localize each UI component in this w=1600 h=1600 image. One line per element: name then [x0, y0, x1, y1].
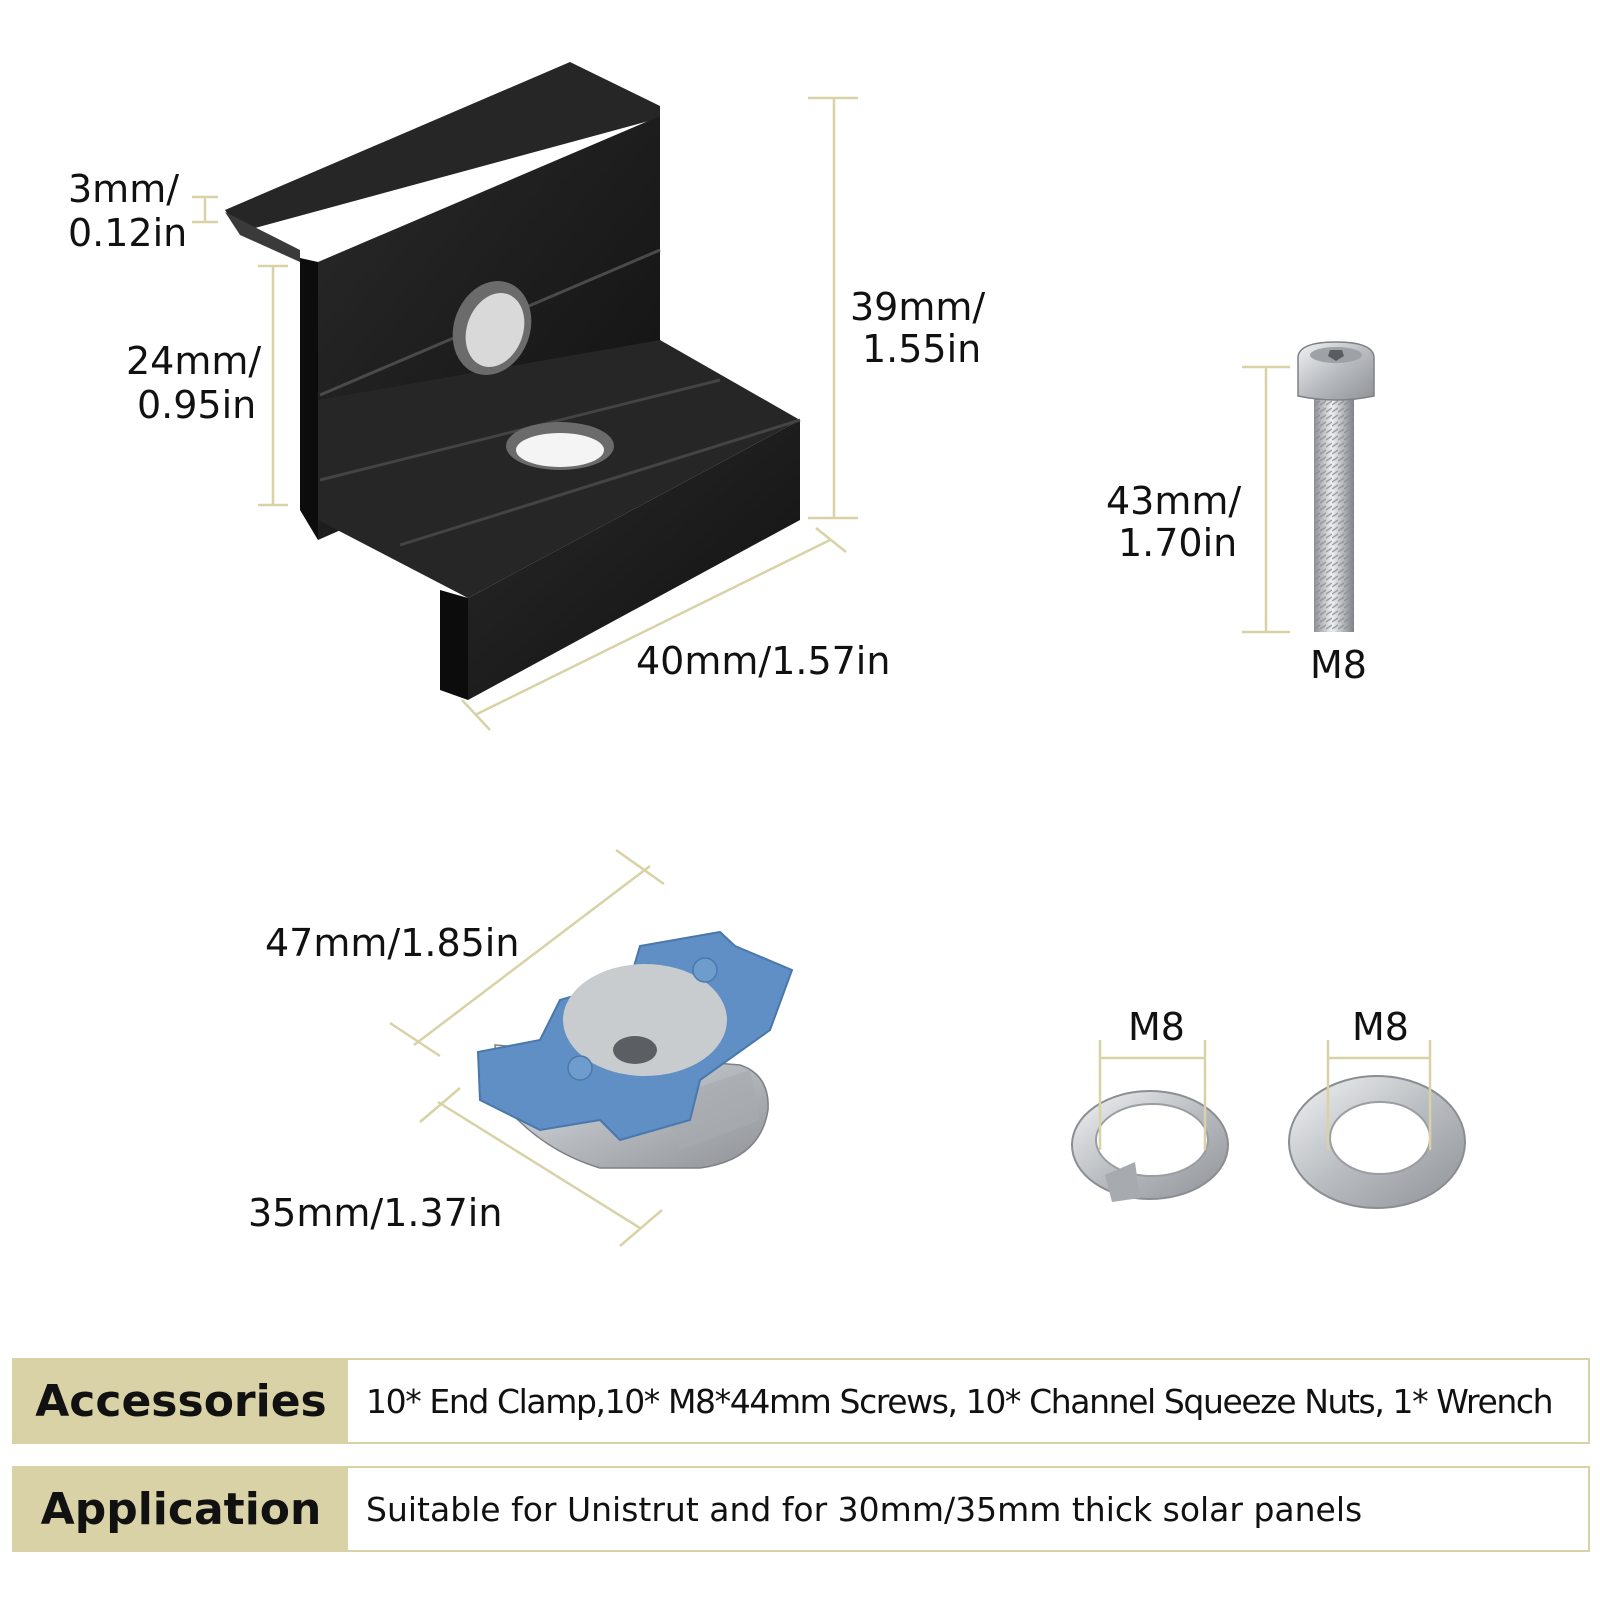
clamp-height-label-mm: 39mm/: [850, 285, 985, 329]
nut-length-label: 47mm/1.85in: [265, 921, 519, 965]
flat-washer: [1288, 1075, 1466, 1209]
accessories-label: Accessories: [14, 1360, 348, 1442]
clamp-height-label-in: 1.55in: [862, 327, 981, 371]
application-value: Suitable for Unistrut and for 30mm/35mm …: [348, 1468, 1588, 1550]
application-row: Application Suitable for Unistrut and fo…: [12, 1466, 1590, 1552]
m8-screw: [1297, 341, 1375, 632]
screw-dimension-lines: [1242, 365, 1290, 634]
washer-dimension-lines: [1098, 1040, 1432, 1150]
product-diagram: 3mm/ 0.12in 24mm/ 0.95in 39mm/ 1.55in 40…: [68, 62, 1466, 1247]
accessories-value: 10* End Clamp,10* M8*44mm Screws, 10* Ch…: [348, 1360, 1588, 1442]
clamp-inner-height-label-mm: 24mm/: [126, 339, 261, 383]
end-clamp: [225, 62, 801, 700]
clamp-thickness-label-in: 0.12in: [68, 211, 187, 255]
screw-length-label-in: 1.70in: [1118, 521, 1237, 565]
accessories-row: Accessories 10* End Clamp,10* M8*44mm Sc…: [12, 1358, 1590, 1444]
nut-dimension-lines: [389, 848, 665, 1247]
clamp-inner-height-label-in: 0.95in: [137, 383, 256, 427]
spring-washer-size-label: M8: [1128, 1005, 1185, 1049]
clamp-dimension-lines: [192, 96, 858, 731]
screw-length-label-mm: 43mm/: [1106, 479, 1241, 523]
application-label: Application: [14, 1468, 348, 1550]
screw-size-label: M8: [1310, 643, 1367, 687]
spring-washer: [1071, 1090, 1229, 1202]
nut-width-label: 35mm/1.37in: [248, 1191, 502, 1235]
clamp-thickness-label-mm: 3mm/: [68, 167, 179, 211]
flat-washer-size-label: M8: [1352, 1005, 1409, 1049]
clamp-width-label: 40mm/1.57in: [636, 639, 890, 683]
channel-squeeze-nut: [476, 930, 794, 1169]
